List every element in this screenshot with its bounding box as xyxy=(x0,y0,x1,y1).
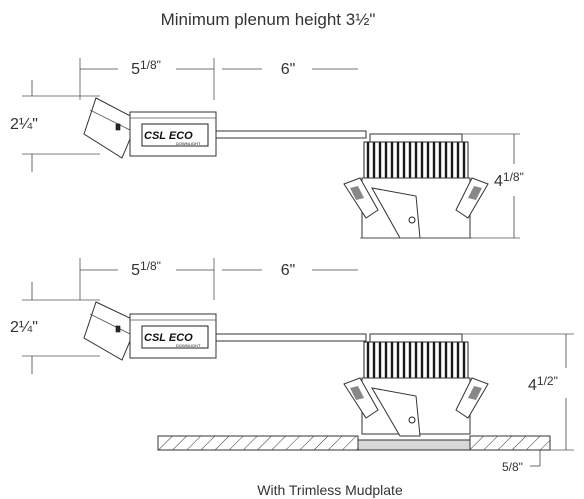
mudplate-offset-label: 5/8" xyxy=(502,460,523,474)
caption: With Trimless Mudplate xyxy=(257,482,403,498)
cable-length-label: 6" xyxy=(281,262,296,279)
box-height-label: 2¼" xyxy=(10,319,38,336)
heat-sink xyxy=(363,341,469,381)
spring-pad-left xyxy=(350,186,364,200)
spring-pad-right xyxy=(468,386,482,400)
pivot-arm xyxy=(371,387,421,437)
box-width-label: 51/8" xyxy=(131,259,161,279)
bracket-screw xyxy=(115,123,121,131)
pivot-screw xyxy=(408,416,416,424)
spring-pad-right xyxy=(468,186,482,200)
box-width-label: 51/8" xyxy=(131,58,161,78)
flex-cable xyxy=(215,130,367,139)
angled-bracket xyxy=(83,301,139,361)
top-view: 51/8" 6" 2¼" CSL ECO DOWNLIGHT xyxy=(10,58,524,239)
ceiling-left xyxy=(157,435,359,451)
brand-plate xyxy=(141,123,209,147)
bracket-screw xyxy=(115,325,121,333)
pivot-screw xyxy=(408,216,416,224)
fixture-top-cap xyxy=(369,133,463,143)
mudplate xyxy=(357,439,471,451)
cable-length-label: 6" xyxy=(281,61,296,78)
heat-sink xyxy=(363,141,469,181)
bottom-view: 51/8" 6" 2¼" CSL ECO DOWNLIGHT xyxy=(10,258,574,474)
fixture-height-label: 41/8" xyxy=(494,170,524,190)
brand-sub: DOWNLIGHT xyxy=(176,141,201,146)
brand-sub: DOWNLIGHT xyxy=(176,343,201,348)
brand-plate xyxy=(141,325,209,349)
box-height-label: 2¼" xyxy=(10,116,38,133)
fixture-top-cap xyxy=(369,333,463,343)
ceiling-right xyxy=(469,435,551,451)
bracket-edge xyxy=(89,109,131,131)
fixture-height-label: 41/2" xyxy=(528,374,558,394)
angled-bracket xyxy=(83,97,139,159)
flex-cable xyxy=(215,333,367,342)
brand-logo: CSL ECO xyxy=(144,332,193,344)
bracket-edge xyxy=(89,313,131,335)
spring-pad-left xyxy=(350,386,364,400)
page-title: Minimum plenum height 3½" xyxy=(161,10,376,29)
brand-logo: CSL ECO xyxy=(144,130,193,142)
